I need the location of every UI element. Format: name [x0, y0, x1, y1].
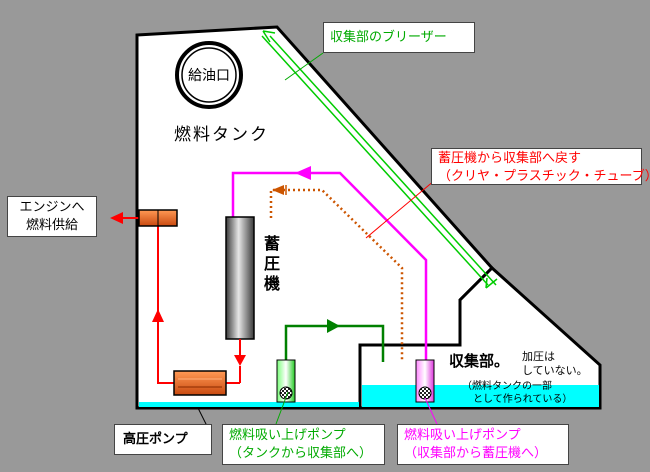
- lift-pipe: [284, 319, 385, 362]
- callout-engine-supply: エンジンへ 燃料供給: [7, 196, 97, 237]
- accumulator-cylinder: [225, 216, 255, 340]
- collector-note-1: 加圧は: [522, 350, 555, 363]
- collector-sub-2: として作られている）: [473, 393, 572, 405]
- tank-name: 燃料タンク: [174, 125, 269, 145]
- callout-lift-pump-2: 燃料吸い上げポンプ （収集部から蓄圧機へ）: [397, 424, 569, 465]
- collector-sub-1: （燃料タンクの一部: [462, 379, 552, 392]
- accumulator-label-2: 圧: [264, 254, 280, 273]
- accumulator-label-3: 機: [264, 274, 280, 293]
- callout-return-tube: 蓄圧機から収集部へ戻す （クリヤ・プラスチック・チューブ）: [431, 148, 650, 185]
- return-tube: [231, 166, 428, 362]
- breather-pipe: [261, 30, 498, 289]
- callout-lift-pump-1: 燃料吸い上げポンプ （タンクから収集部へ）: [222, 424, 385, 465]
- tank-fuel-level: [139, 402, 359, 407]
- filler-cap: [175, 41, 243, 109]
- callout-hp-pump: 高圧ポンプ: [114, 424, 212, 455]
- accumulator-label-1: 蓄: [264, 234, 280, 253]
- collector-title: 収集部。: [449, 352, 509, 370]
- collector-note-2: していない。: [522, 364, 588, 377]
- callout-breather: 収集部のブリーザー: [323, 22, 475, 53]
- filler-cap-label: 給油口: [188, 68, 230, 84]
- high-pressure-pump: [173, 370, 227, 396]
- supply-pipe: [110, 212, 246, 384]
- orange-overflow-line: [269, 185, 404, 362]
